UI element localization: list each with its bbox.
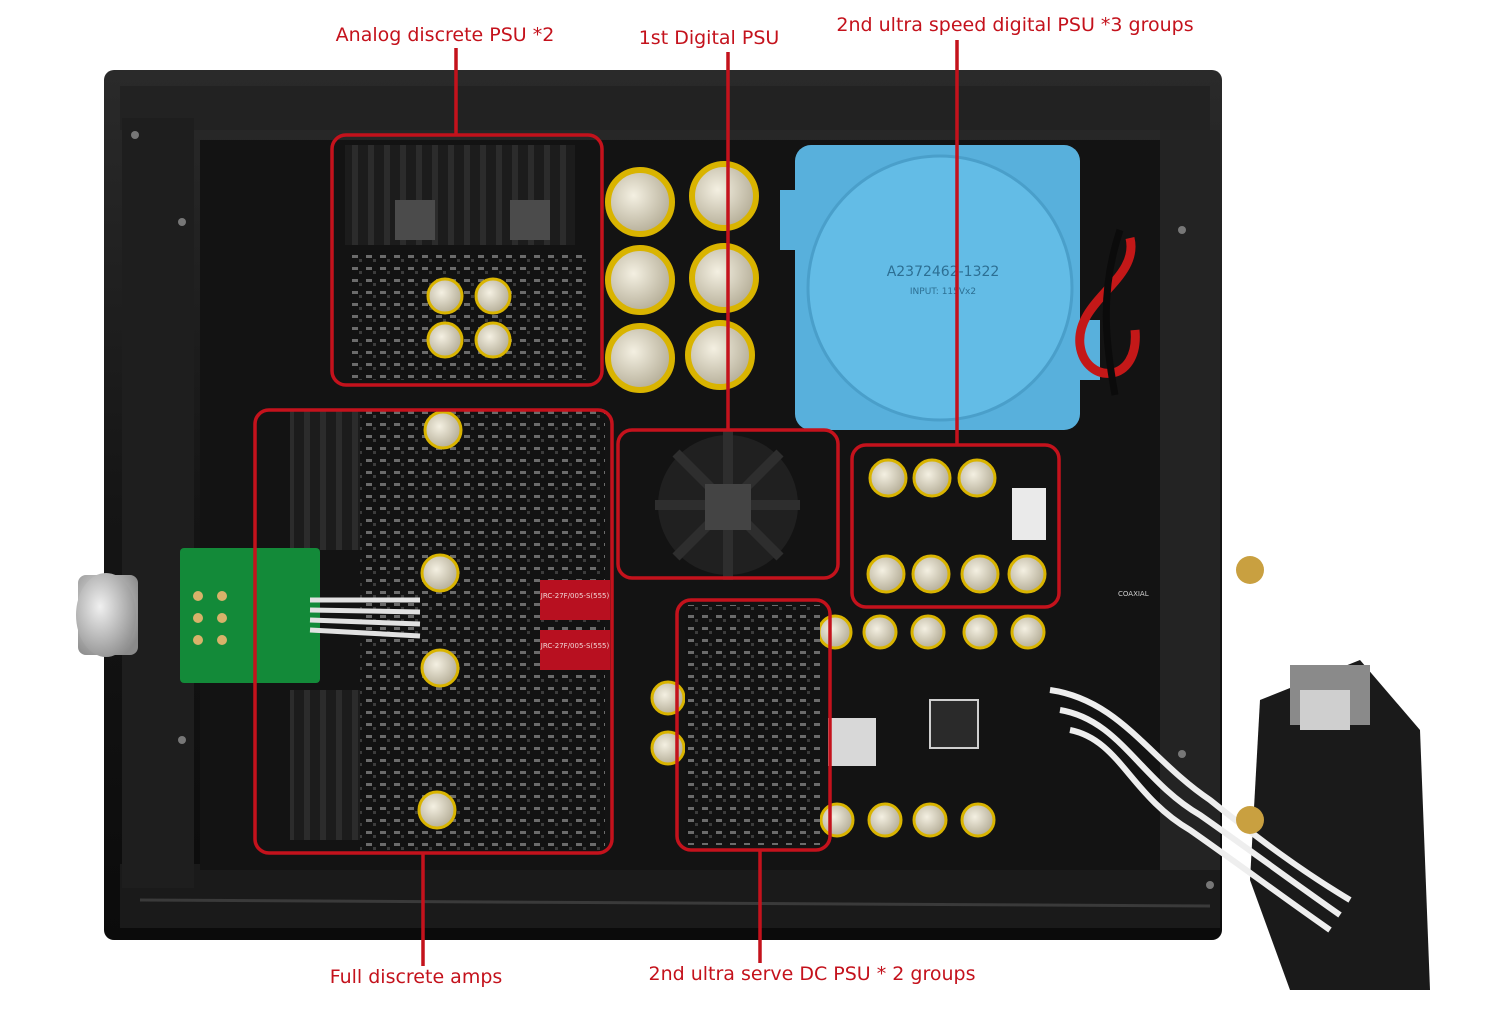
coaxial-marking: COAXIAL [1118,590,1149,598]
analog-psu-capacitors [426,277,512,359]
amp-heatsinks [290,410,360,840]
relays: JRC-27F/005-S(555) JRC-27F/005-S(555) [540,580,610,670]
callout-analog-psu-label: Analog discrete PSU *2 [332,24,558,46]
input-board [180,548,320,683]
callout-digital-psu-2-label: 2nd ultra speed digital PSU *3 groups [833,14,1197,36]
callout-digital-psu-1-label: 1st Digital PSU [635,27,783,49]
callout-box-analog-psu [330,133,604,387]
callout-discrete-amps-label: Full discrete amps [326,966,506,988]
digital-psu2-capacitors [866,458,1047,594]
relay-2-label: JRC-27F/005-S(555) [540,642,610,650]
callout-box-dc-psu [675,598,832,852]
dac-capacitors [650,614,1046,838]
callout-box-amps [253,408,614,855]
oscillator [828,718,876,766]
amp-capacitors [417,410,463,830]
toroidal-transformer: A2372462-1322 INPUT: 115Vx2 [780,145,1100,430]
callout-boxes [253,133,1061,855]
transformer-label: A2372462-1322 [887,264,1000,280]
reservoir-capacitors [605,161,759,393]
transformer-sublabel: INPUT: 115Vx2 [910,287,976,297]
callout-dc-psu-label: 2nd ultra serve DC PSU * 2 groups [645,963,979,985]
rca-jacks [1236,556,1264,834]
dac-chip [929,699,979,749]
callout-leaders [421,40,959,966]
power-wire [1075,236,1140,378]
power-wire-black [1102,228,1124,396]
dc-psu-board [685,605,820,845]
ribbon-cable [309,597,421,639]
relay-1-label: JRC-27F/005-S(555) [540,592,610,600]
volume-knob [76,573,138,657]
analog-psu-heatsinks [345,145,590,380]
usb-daughter-board [1250,660,1430,990]
digital-psu-heatsink [655,430,800,580]
white-wires [1049,687,1352,933]
